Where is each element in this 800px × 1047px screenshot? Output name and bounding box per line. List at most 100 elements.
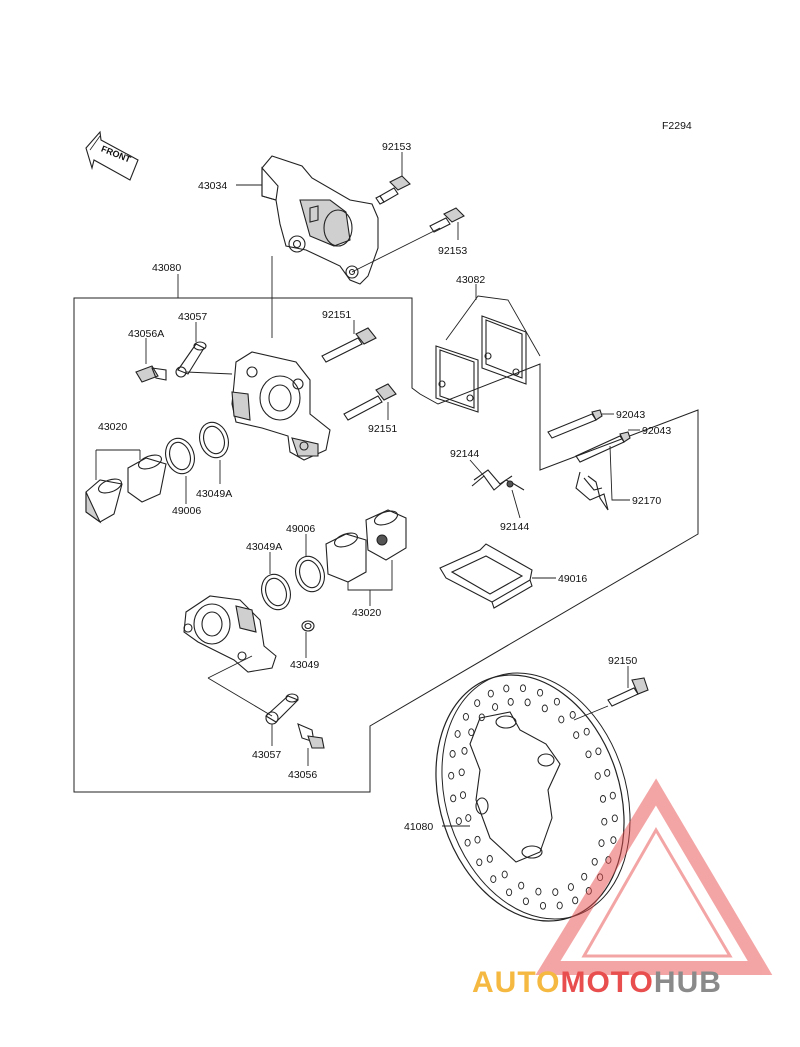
disc-hole xyxy=(604,769,611,777)
bleeder-screw-upper xyxy=(135,365,167,383)
disc-hole xyxy=(609,791,616,800)
part-label-43020-upper: 43020 xyxy=(98,421,127,433)
disc-hole xyxy=(450,794,457,803)
part-label-43056A: 43056A xyxy=(128,328,164,340)
disc-hole xyxy=(585,750,592,759)
disc-hole xyxy=(448,771,455,780)
bolt-92151-lower xyxy=(343,383,397,421)
figure-code: F2294 xyxy=(662,120,692,132)
part-label-92144-lower: 92144 xyxy=(500,521,529,533)
disc-hole xyxy=(468,728,475,737)
pin-clip xyxy=(575,471,609,511)
disc-hole xyxy=(599,795,607,803)
disc-hole xyxy=(601,817,608,826)
caliper-bracket xyxy=(261,155,379,285)
spring-clip xyxy=(471,469,525,491)
part-label-92151-lower: 92151 xyxy=(368,423,397,435)
disc-hole xyxy=(522,897,529,906)
bleeder-cap-lower xyxy=(265,693,299,725)
disc-hole xyxy=(595,747,602,756)
watermark-text-hub: HUB xyxy=(653,966,722,999)
disc-hole xyxy=(490,875,497,883)
disc-hole xyxy=(449,750,456,758)
part-label-92043-lower: 92043 xyxy=(642,425,671,437)
front-arrow-icon: FRONT xyxy=(85,130,139,181)
caliper-body-lower xyxy=(183,595,277,673)
watermark-text-moto: MOTO xyxy=(560,966,654,999)
disc-hole xyxy=(461,747,468,755)
bolt-92151-upper xyxy=(321,327,377,363)
pad-pin-upper xyxy=(547,409,603,439)
part-label-49006-lower: 49006 xyxy=(286,523,315,535)
disc-hole xyxy=(524,698,531,707)
disc-hole xyxy=(503,684,510,693)
disc-hole xyxy=(594,772,601,780)
disc-hole xyxy=(537,688,544,697)
brake-pads xyxy=(435,295,541,413)
disc-hole xyxy=(465,814,472,822)
bleeder-cap-upper xyxy=(175,341,207,378)
part-label-49006-upper: 49006 xyxy=(172,505,201,517)
disc-hole xyxy=(591,857,598,866)
piston-lower-inner xyxy=(365,509,407,561)
part-label-43049: 43049 xyxy=(290,659,319,671)
part-label-43020-lower: 43020 xyxy=(352,607,381,619)
piston-seal-lower xyxy=(261,573,291,611)
disc-hole xyxy=(478,713,485,722)
pad-spring-plate xyxy=(439,543,533,609)
caliper-body-upper xyxy=(231,351,331,461)
disc-hole xyxy=(567,883,574,891)
part-label-92151-upper: 92151 xyxy=(322,309,351,321)
disc-hole xyxy=(454,730,461,738)
watermark-triangle-icon xyxy=(535,778,773,975)
disc-hole xyxy=(474,699,481,707)
piston-upper-outer xyxy=(85,478,123,524)
disc-hole xyxy=(506,888,513,897)
disc-hole xyxy=(569,711,576,719)
watermark-text-auto: AUTO xyxy=(472,966,561,999)
dust-seal-lower xyxy=(295,555,325,593)
o-ring xyxy=(301,620,315,632)
disc-hole xyxy=(583,727,590,736)
piston-seal-upper xyxy=(199,421,229,459)
disc-hole xyxy=(573,731,580,739)
disc-hole xyxy=(535,887,542,896)
bleeder-screw-lower xyxy=(297,723,325,749)
disc-hole xyxy=(610,836,617,844)
part-label-92150: 92150 xyxy=(608,655,637,667)
disc-hole xyxy=(553,697,560,706)
disc-hole xyxy=(459,791,467,799)
disc-hole xyxy=(458,768,465,777)
disc-hole xyxy=(581,872,588,881)
disc-hole xyxy=(558,715,565,724)
disc-hole xyxy=(492,703,499,711)
disc-hole xyxy=(552,888,559,896)
watermark-logo: AUTOMOTOHUB xyxy=(472,966,722,1000)
disc-hole xyxy=(455,817,462,825)
part-label-92043-upper: 92043 xyxy=(616,409,645,421)
part-label-92170: 92170 xyxy=(632,495,661,507)
disc-hole xyxy=(519,684,527,693)
bolt-92153-upper xyxy=(375,175,411,205)
part-label-43056: 43056 xyxy=(288,769,317,781)
piston-lower-outer xyxy=(325,532,367,583)
disc-hole xyxy=(464,838,471,847)
disc-bolt xyxy=(607,677,649,707)
disc-hole xyxy=(572,896,579,905)
disc-hole xyxy=(611,814,618,823)
disc-hole xyxy=(474,835,481,844)
disc-hole xyxy=(501,870,508,879)
disc-hole xyxy=(462,712,469,721)
disc-hole xyxy=(556,901,563,910)
disc-hole xyxy=(486,855,493,863)
part-label-41080: 41080 xyxy=(404,821,433,833)
disc-hole xyxy=(507,698,514,706)
part-label-92144-upper: 92144 xyxy=(450,448,479,460)
disc-hole xyxy=(598,839,605,847)
part-label-43049A-upper: 43049A xyxy=(196,488,232,500)
part-label-43049A-lower: 43049A xyxy=(246,541,282,553)
caliper-assembly-boundary xyxy=(73,297,699,793)
disc-hole xyxy=(541,704,548,713)
